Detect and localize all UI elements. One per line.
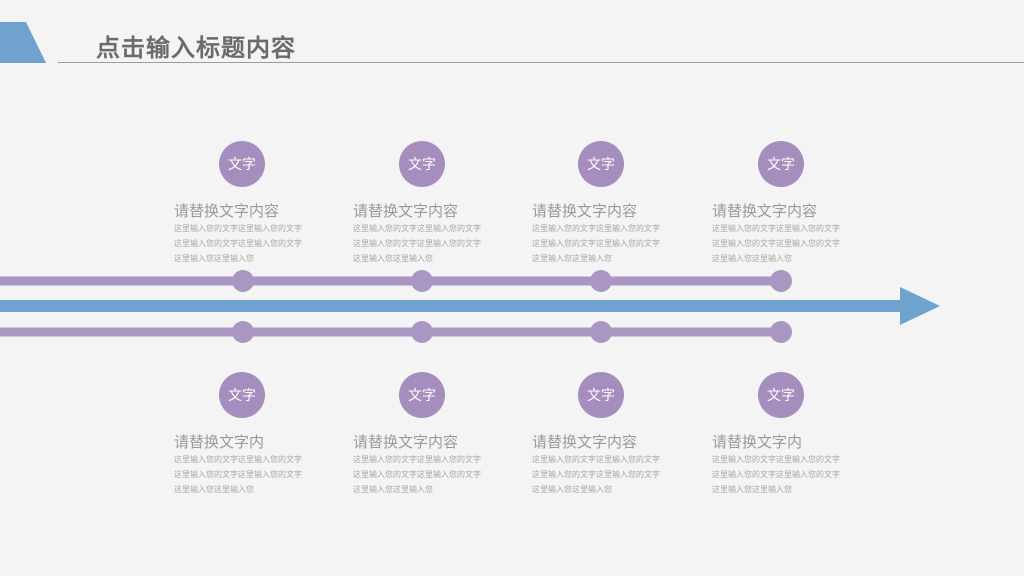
card-line: 这里输入您的文字这里输入您的文字 — [712, 239, 840, 248]
badge-top-1: 文字 — [219, 141, 265, 187]
card-line: 这里输入您这里输入您 — [353, 485, 433, 494]
card-line: 这里输入您的文字这里输入您的文字 — [712, 470, 840, 479]
page-title: 点击输入标题内容 — [96, 34, 296, 62]
card-body-top-3: 这里输入您的文字这里输入您的文字 这里输入您的文字这里输入您的文字 这里输入您这… — [532, 221, 682, 266]
card-body-bottom-4: 这里输入您的文字这里输入您的文字 这里输入您的文字这里输入您的文字 这里输入您这… — [712, 452, 862, 497]
badge-bottom-4: 文字 — [758, 372, 804, 418]
card-line: 这里输入您的文字这里输入您的文字 — [353, 455, 481, 464]
badge-top-2: 文字 — [399, 141, 445, 187]
card-line: 这里输入您的文字这里输入您的文字 — [174, 224, 302, 233]
card-title-bottom-3: 请替换文字内容 — [532, 433, 638, 451]
card-body-top-2: 这里输入您的文字这里输入您的文字 这里输入您的文字这里输入您的文字 这里输入您这… — [353, 221, 503, 266]
card-line: 这里输入您的文字这里输入您的文字 — [174, 470, 302, 479]
card-line: 这里输入您这里输入您 — [353, 254, 433, 263]
card-title-top-4: 请替换文字内容 — [712, 202, 818, 220]
card-title-bottom-1: 请替换文字内 — [174, 433, 265, 451]
title-underline — [58, 62, 1024, 63]
timeline-node-bottom-4 — [770, 321, 792, 343]
card-line: 这里输入您的文字这里输入您的文字 — [532, 224, 660, 233]
card-title-top-2: 请替换文字内容 — [353, 202, 459, 220]
card-body-bottom-1: 这里输入您的文字这里输入您的文字 这里输入您的文字这里输入您的文字 这里输入您这… — [174, 452, 324, 497]
timeline-node-top-3 — [590, 270, 612, 292]
card-line: 这里输入您的文字这里输入您的文字 — [532, 239, 660, 248]
card-line: 这里输入您这里输入您 — [174, 485, 254, 494]
card-line: 这里输入您的文字这里输入您的文字 — [353, 239, 481, 248]
timeline-node-top-2 — [411, 270, 433, 292]
timeline-node-top-1 — [232, 270, 254, 292]
card-line: 这里输入您这里输入您 — [532, 485, 612, 494]
card-line: 这里输入您的文字这里输入您的文字 — [174, 239, 302, 248]
card-line: 这里输入您的文字这里输入您的文字 — [174, 455, 302, 464]
card-line: 这里输入您这里输入您 — [712, 254, 792, 263]
card-line: 这里输入您的文字这里输入您的文字 — [712, 455, 840, 464]
badge-top-4: 文字 — [758, 141, 804, 187]
card-body-top-1: 这里输入您的文字这里输入您的文字 这里输入您的文字这里输入您的文字 这里输入您这… — [174, 221, 324, 266]
card-line: 这里输入您这里输入您 — [712, 485, 792, 494]
corner-decoration — [0, 22, 46, 63]
card-line: 这里输入您的文字这里输入您的文字 — [712, 224, 840, 233]
card-line: 这里输入您的文字这里输入您的文字 — [353, 224, 481, 233]
card-line: 这里输入您这里输入您 — [174, 254, 254, 263]
card-body-top-4: 这里输入您的文字这里输入您的文字 这里输入您的文字这里输入您的文字 这里输入您这… — [712, 221, 862, 266]
badge-bottom-3: 文字 — [578, 372, 624, 418]
card-title-top-3: 请替换文字内容 — [532, 202, 638, 220]
card-line: 这里输入您的文字这里输入您的文字 — [532, 455, 660, 464]
card-title-bottom-4: 请替换文字内 — [712, 433, 803, 451]
card-line: 这里输入您的文字这里输入您的文字 — [532, 470, 660, 479]
badge-bottom-2: 文字 — [399, 372, 445, 418]
card-title-top-1: 请替换文字内容 — [174, 202, 280, 220]
card-line: 这里输入您这里输入您 — [532, 254, 612, 263]
card-line: 这里输入您的文字这里输入您的文字 — [353, 470, 481, 479]
timeline-node-bottom-1 — [232, 321, 254, 343]
timeline-node-bottom-3 — [590, 321, 612, 343]
timeline-node-top-4 — [770, 270, 792, 292]
card-body-bottom-3: 这里输入您的文字这里输入您的文字 这里输入您的文字这里输入您的文字 这里输入您这… — [532, 452, 682, 497]
badge-bottom-1: 文字 — [219, 372, 265, 418]
badge-top-3: 文字 — [578, 141, 624, 187]
timeline-node-bottom-2 — [411, 321, 433, 343]
card-body-bottom-2: 这里输入您的文字这里输入您的文字 这里输入您的文字这里输入您的文字 这里输入您这… — [353, 452, 503, 497]
card-title-bottom-2: 请替换文字内容 — [353, 433, 459, 451]
timeline-arrow-head — [900, 287, 940, 325]
